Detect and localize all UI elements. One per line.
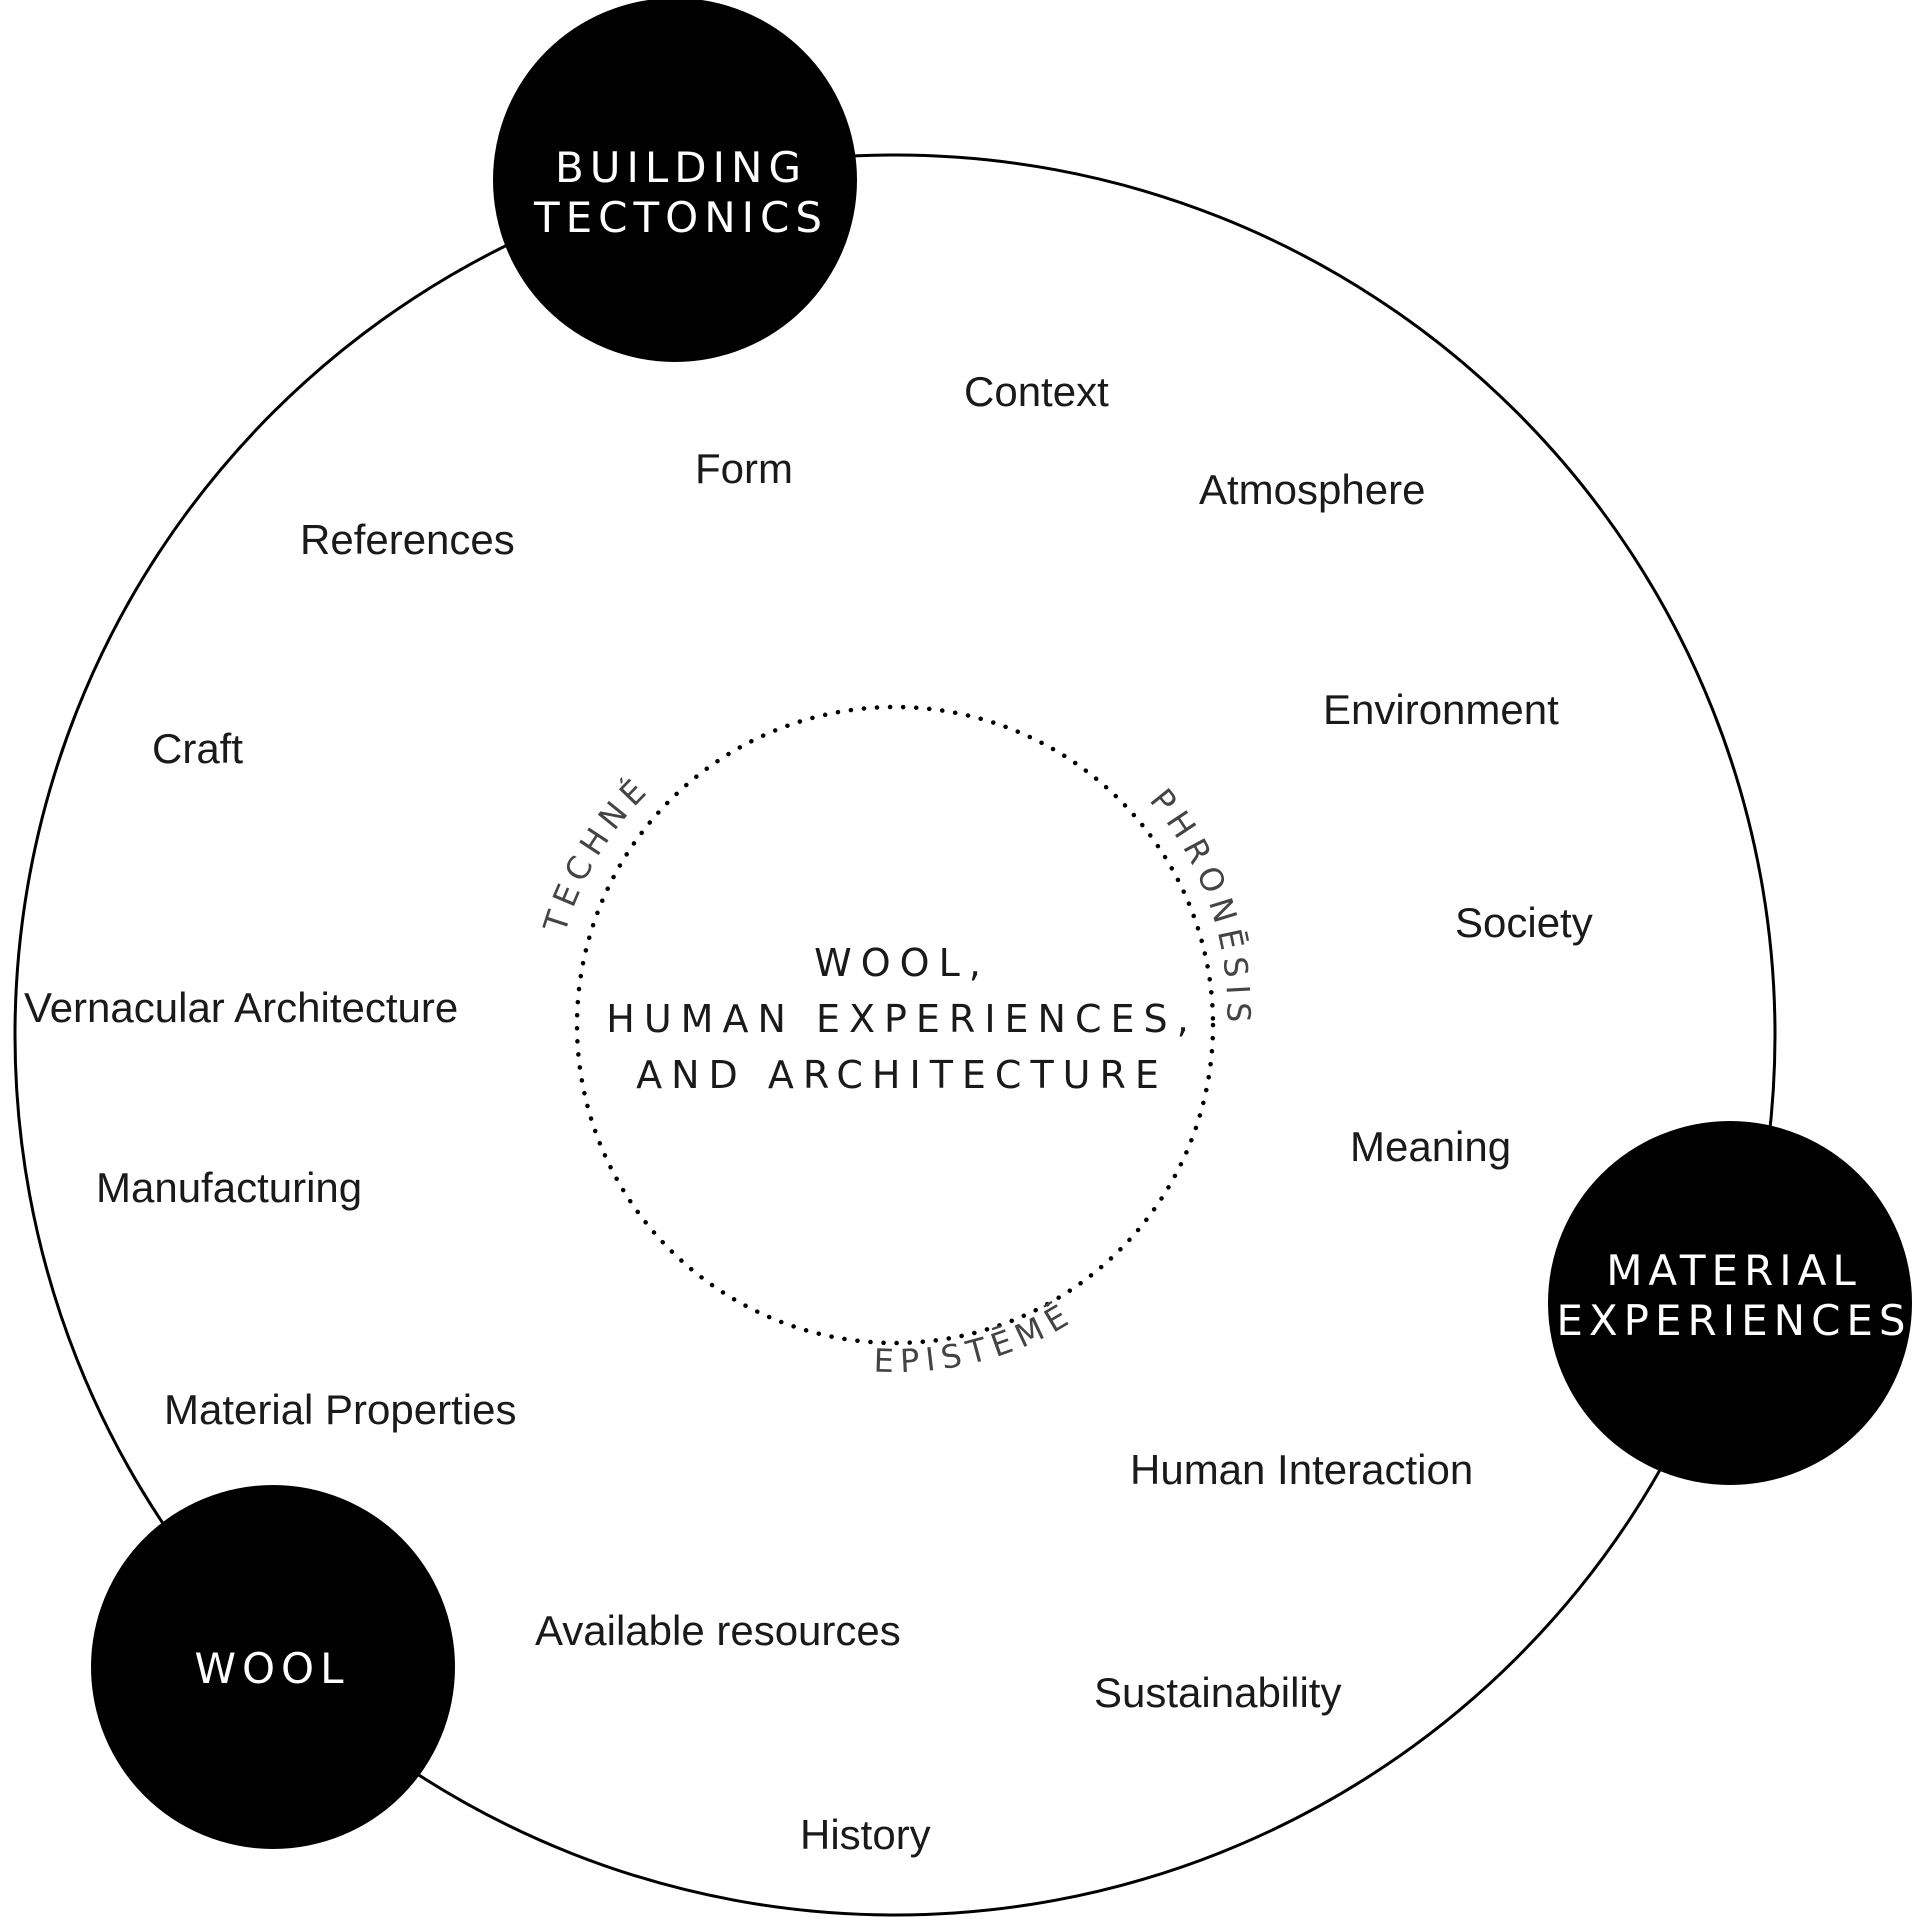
- center-title-line-3: AND ARCHITECTURE: [636, 1053, 1168, 1097]
- hub-material-experiences: MATERIAL EXPERIENCES: [1548, 1121, 1912, 1485]
- term-atmosphere: Atmosphere: [1199, 466, 1425, 513]
- term-environment: Environment: [1323, 686, 1559, 733]
- term-manufacturing: Manufacturing: [96, 1164, 362, 1211]
- hub-wool-label: WOOL: [194, 1644, 349, 1693]
- term-craft: Craft: [152, 725, 243, 772]
- phronesis-arc-label: PHRONĒSIS: [1142, 781, 1257, 1029]
- hub-building-tectonics: BUILDING TECTONICS: [493, 0, 857, 362]
- center-title-line-1: WOOL,: [814, 941, 990, 985]
- term-human-interaction: Human Interaction: [1130, 1446, 1473, 1493]
- hub-building-tectonics-line-1: BUILDING: [555, 143, 807, 192]
- term-available-resources: Available resources: [535, 1607, 901, 1654]
- center-title: WOOL, HUMAN EXPERIENCES, AND ARCHITECTUR…: [606, 941, 1197, 1097]
- hub-wool: WOOL: [91, 1485, 455, 1849]
- outer-ring: [13, 153, 1777, 1917]
- term-sustainability: Sustainability: [1094, 1669, 1341, 1716]
- term-history: History: [800, 1811, 931, 1858]
- hub-building-tectonics-line-2: TECTONICS: [533, 193, 828, 242]
- inner-dotted-ring: [574, 704, 1216, 1346]
- term-meaning: Meaning: [1350, 1123, 1511, 1170]
- term-society: Society: [1455, 899, 1593, 946]
- term-form: Form: [695, 445, 793, 492]
- term-references: References: [300, 516, 515, 563]
- hub-material-experiences-line-1: MATERIAL: [1606, 1246, 1862, 1295]
- center-title-line-2: HUMAN EXPERIENCES,: [606, 997, 1197, 1041]
- term-context: Context: [964, 368, 1109, 415]
- episteme-arc-label: EPISTĒMĒ: [873, 1294, 1080, 1381]
- term-vernacular-architecture: Vernacular Architecture: [24, 984, 458, 1031]
- term-material-properties: Material Properties: [164, 1386, 516, 1433]
- hub-material-experiences-line-2: EXPERIENCES: [1556, 1296, 1911, 1345]
